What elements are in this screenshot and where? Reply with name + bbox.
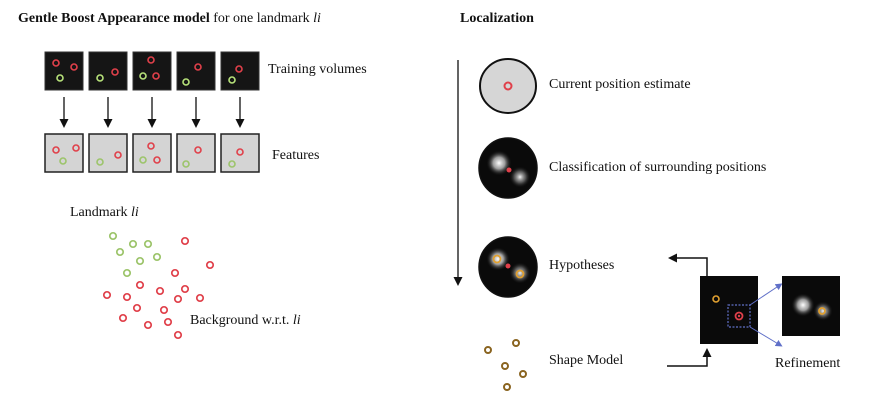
step-hypotheses-label: Hypotheses	[549, 258, 615, 273]
background-sample	[180, 236, 190, 246]
background-sample	[173, 294, 183, 304]
background-label-symbol: li	[292, 313, 301, 328]
classification-circle	[478, 137, 538, 199]
current-position-circle	[479, 58, 537, 114]
background-sample	[163, 317, 173, 327]
background-samples	[102, 236, 215, 340]
refinement-label: Refinement	[775, 356, 841, 371]
refined-position-marker	[818, 307, 826, 315]
landmark-samples	[108, 231, 162, 278]
background-label-text: Background w.r.t.	[190, 313, 290, 328]
background-sample	[122, 292, 132, 302]
hypothesis-marker	[515, 269, 525, 279]
training-volume	[220, 51, 260, 91]
background-sample	[180, 284, 190, 294]
features-label: Features	[272, 148, 320, 163]
feature-box	[44, 133, 84, 173]
hypothesis-marker	[492, 254, 502, 264]
refinement-hypothesis-marker	[712, 295, 720, 303]
landmark-sample	[122, 268, 132, 278]
refinement-selection-box	[727, 304, 751, 328]
feature-box	[88, 133, 128, 173]
shape-model-point	[503, 383, 511, 391]
shape-model-point	[512, 339, 520, 347]
background-sample	[195, 293, 205, 303]
shape-model-label: Shape Model	[549, 353, 624, 368]
refinement-input-box	[700, 276, 758, 344]
landmark-sample	[143, 239, 153, 249]
step-classification-label: Classification of surrounding positions	[549, 160, 767, 175]
background-sample	[118, 313, 128, 323]
refinement-to-hypotheses-arrow	[668, 253, 708, 276]
zoom-line-bottom	[749, 326, 783, 347]
background-sample	[132, 303, 142, 313]
appearance-model-title: Gentle Boost Appearance model for one la…	[18, 11, 321, 27]
features-row	[44, 133, 260, 173]
hypothesis-center-marker	[505, 263, 511, 269]
step-current-position-label: Current position estimate	[549, 77, 691, 92]
landmark-sample	[135, 256, 145, 266]
background-sample	[205, 260, 215, 270]
training-to-features-arrows	[59, 97, 245, 128]
background-sample	[159, 305, 169, 315]
background-sample	[143, 320, 153, 330]
localization-title: Localization	[460, 11, 534, 26]
shape-model-to-refinement-arrow	[667, 348, 712, 367]
training-volume	[88, 51, 128, 91]
position-estimate-marker	[503, 81, 513, 91]
classification-estimate-marker	[506, 167, 512, 173]
shape-model-points	[484, 339, 527, 391]
shape-model-point	[519, 370, 527, 378]
landmark-label-symbol: li	[131, 205, 139, 220]
background-label: Background w.r.t. li	[190, 313, 301, 329]
hypotheses-circle	[478, 236, 538, 298]
background-sample	[102, 290, 112, 300]
zoom-line-top	[749, 283, 783, 306]
feature-box	[220, 133, 260, 173]
training-volume	[132, 51, 172, 91]
background-sample	[170, 268, 180, 278]
shape-model-point	[484, 346, 492, 354]
feature-box	[132, 133, 172, 173]
background-sample	[173, 330, 183, 340]
training-volume	[176, 51, 216, 91]
landmark-sample	[152, 252, 162, 262]
landmark-label: Landmark li	[70, 205, 139, 221]
landmark-sample	[108, 231, 118, 241]
appearance-model-title-symbol: li	[313, 11, 321, 26]
training-volume	[44, 51, 84, 91]
refinement-zoom-box	[782, 276, 840, 336]
shape-model-point	[501, 362, 509, 370]
training-volumes-row	[44, 51, 260, 91]
background-sample	[135, 280, 145, 290]
refinement-selected-marker	[734, 311, 744, 321]
feature-box	[176, 133, 216, 173]
landmark-sample	[128, 239, 138, 249]
background-sample	[155, 286, 165, 296]
appearance-model-title-bold: Gentle Boost Appearance model	[18, 11, 210, 26]
landmark-sample	[115, 247, 125, 257]
landmark-label-text: Landmark	[70, 205, 128, 220]
training-volumes-label: Training volumes	[268, 62, 367, 77]
appearance-model-title-rest: for one landmark	[213, 11, 310, 26]
